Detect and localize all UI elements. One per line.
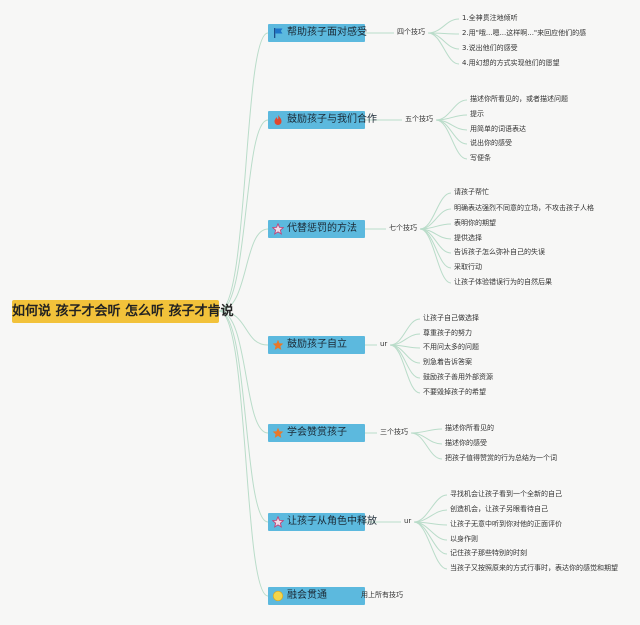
root-topic[interactable]: 如何说 孩子才会听 怎么听 孩子才肯说 <box>12 300 234 323</box>
leaf-topic[interactable]: 4.用幻想的方式实现他们的愿望 <box>462 59 560 67</box>
branch-label: 鼓励孩子与我们合作 <box>287 114 377 125</box>
star-icon <box>272 427 284 439</box>
branch-topic[interactable]: 让孩子从角色中释放 <box>268 513 377 531</box>
leaf-connector <box>413 521 448 570</box>
leaf-connector <box>419 228 452 284</box>
leaf-connector <box>427 32 460 50</box>
leaf-topic[interactable]: 让孩子无意中听到你对他的正面评价 <box>450 520 562 528</box>
leaf-connector <box>410 432 443 460</box>
star-icon <box>272 339 284 351</box>
leaf-connector <box>389 344 421 379</box>
leaf-topic[interactable]: 表明你的期望 <box>454 219 496 227</box>
leaf-topic[interactable]: 提示 <box>470 110 484 118</box>
leaf-connector <box>413 494 448 523</box>
branch-label: 融会贯通 <box>287 590 327 601</box>
leaf-connector <box>410 432 443 445</box>
branch-label: 代替惩罚的方法 <box>287 223 357 234</box>
branch-topic[interactable]: 代替惩罚的方法 <box>268 220 365 238</box>
leaf-topic[interactable]: 描述你的感受 <box>445 439 487 447</box>
root-branch-connector <box>218 310 269 597</box>
leaf-connector <box>410 428 443 434</box>
root-branch-connector <box>218 310 269 523</box>
root-branch-connector <box>218 310 269 434</box>
leaf-topic[interactable]: 说出你的感受 <box>470 139 512 147</box>
leaf-topic[interactable]: 把孩子值得赞赏的行为总结为一个词 <box>445 454 557 462</box>
leaf-topic[interactable]: 明确表达强烈不同意的立场，不攻击孩子人格 <box>454 204 594 212</box>
leaf-topic[interactable]: 不要毁掉孩子的希望 <box>423 388 486 396</box>
flag-icon <box>272 27 284 39</box>
branch-topic[interactable]: 鼓励孩子与我们合作 <box>268 111 377 129</box>
leaf-connector <box>413 509 448 523</box>
leaf-connector <box>413 521 448 555</box>
leaf-topic[interactable]: 记住孩子那些特别的时刻 <box>450 549 527 557</box>
technique-count-label[interactable]: 四个技巧 <box>397 28 425 36</box>
leaf-connector <box>389 344 421 394</box>
technique-count-label[interactable]: 七个技巧 <box>389 224 417 232</box>
leaf-topic[interactable]: 描述你所看见的，或者描述问题 <box>470 95 568 103</box>
leaf-topic[interactable]: 别急着告诉答案 <box>423 358 472 366</box>
technique-count-label[interactable]: ur <box>404 517 412 525</box>
flame-icon <box>272 114 284 126</box>
leaf-topic[interactable]: 描述你所看见的 <box>445 424 494 432</box>
leaf-topic[interactable]: 用简单的词语表达 <box>470 125 526 133</box>
leaf-connector <box>435 114 468 121</box>
leaf-topic[interactable]: 鼓励孩子善用外部资源 <box>423 373 493 381</box>
branch-label: 让孩子从角色中释放 <box>287 516 377 527</box>
leaf-connector <box>435 99 468 121</box>
branch-label: 学会赞赏孩子 <box>287 427 347 438</box>
star-outline-icon <box>271 515 285 528</box>
branch-topic[interactable]: 鼓励孩子自立 <box>268 336 365 354</box>
technique-count-label[interactable]: 三个技巧 <box>380 428 408 436</box>
leaf-connector <box>435 119 468 160</box>
leaf-connector <box>427 18 460 34</box>
leaf-topic[interactable]: 尊重孩子的努力 <box>423 329 472 337</box>
technique-count-label[interactable]: 五个技巧 <box>405 115 433 123</box>
leaf-topic[interactable]: 采取行动 <box>454 263 482 271</box>
leaf-connector <box>419 223 452 230</box>
star-outline-icon <box>271 222 285 235</box>
branch-label: 鼓励孩子自立 <box>287 339 347 350</box>
leaf-topic[interactable]: 以身作则 <box>450 535 478 543</box>
leaf-topic[interactable]: 当孩子又按照原来的方式行事时，表达你的感觉和期望 <box>450 564 618 572</box>
leaf-topic[interactable]: 写便条 <box>470 154 491 162</box>
leaf-topic[interactable]: 让孩子体验错误行为的自然后果 <box>454 278 552 286</box>
leaf-connector <box>389 318 421 346</box>
leaf-connector <box>389 333 421 346</box>
leaf-connector <box>427 32 460 65</box>
root-branch-connector <box>218 228 269 312</box>
leaf-topic[interactable]: 让孩子自己做选择 <box>423 314 479 322</box>
leaf-topic[interactable]: 2.用"哦...嗯...这样啊..."来回应他们的感 <box>462 29 587 37</box>
leaf-topic[interactable]: 1.全神贯注地倾听 <box>462 14 518 22</box>
leaf-topic[interactable]: 3.说出他们的感受 <box>462 44 518 52</box>
circle-icon <box>272 590 284 602</box>
leaf-connector <box>435 119 468 145</box>
technique-count-label[interactable]: 用上所有技巧 <box>361 591 403 599</box>
leaf-topic[interactable]: 创造机会，让孩子另眼看待自己 <box>450 505 548 513</box>
leaf-topic[interactable]: 告诉孩子怎么弥补自己的失误 <box>454 248 545 256</box>
root-branch-connector <box>218 310 269 346</box>
leaf-connector <box>419 228 452 254</box>
root-branch-connector <box>218 32 269 312</box>
branch-topic[interactable]: 学会赞赏孩子 <box>268 424 365 442</box>
leaf-topic[interactable]: 不用问太多的问题 <box>423 343 479 351</box>
leaf-topic[interactable]: 寻找机会让孩子看到一个全新的自己 <box>450 490 562 498</box>
leaf-topic[interactable]: 提供选择 <box>454 234 482 242</box>
root-branch-connector <box>218 119 269 312</box>
branch-topic[interactable]: 融会贯通 <box>268 587 365 605</box>
branch-topic[interactable]: 帮助孩子面对感受 <box>268 24 367 42</box>
leaf-connector <box>419 192 452 230</box>
branch-label: 帮助孩子面对感受 <box>287 27 367 38</box>
leaf-connector <box>419 228 452 269</box>
leaf-topic[interactable]: 请孩子帮忙 <box>454 188 489 196</box>
technique-count-label[interactable]: ur <box>380 340 388 348</box>
